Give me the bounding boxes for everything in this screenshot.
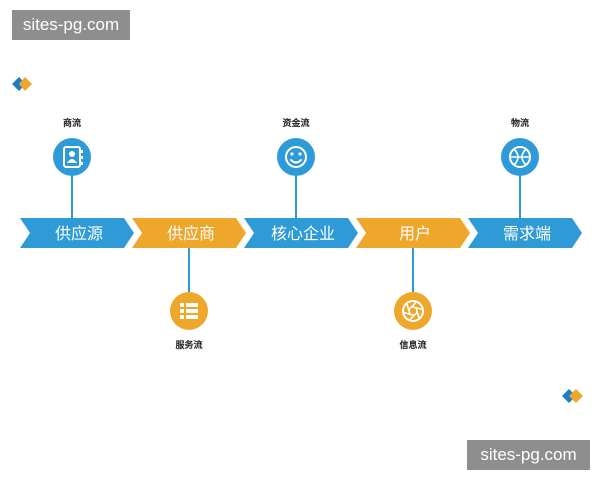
stage-label: 供应源	[55, 224, 103, 243]
stage-1: 供应源	[20, 218, 134, 248]
globe-ball-icon	[509, 146, 531, 168]
flow-node-bottom-2: 信息流	[394, 292, 432, 351]
stage-label: 供应商	[167, 224, 215, 243]
flow-label: 商流	[63, 117, 81, 129]
stage-4: 用户	[356, 218, 470, 248]
watermark-top: sites-pg.com	[12, 10, 130, 40]
list-icon	[180, 303, 198, 319]
flow-label: 物流	[511, 117, 529, 129]
stage-label: 用户	[399, 224, 431, 243]
stage-3: 核心企业	[244, 218, 358, 248]
smiley-icon	[285, 146, 307, 168]
flow-node-top-2: 资金流	[277, 117, 315, 176]
decor-diamond-top-left-icon	[12, 77, 32, 91]
stage-label: 需求端	[503, 224, 551, 243]
stage-label: 核心企业	[271, 224, 335, 243]
flow-label: 信息流	[399, 339, 426, 351]
stage-2: 供应商	[132, 218, 246, 248]
stage-5: 需求端	[468, 218, 582, 248]
flow-label: 资金流	[282, 117, 309, 129]
watermark-bottom: sites-pg.com	[467, 440, 590, 470]
flow-node-top-1: 商流	[53, 117, 91, 176]
aperture-icon	[402, 300, 424, 322]
decor-diamond-bottom-right-icon	[562, 389, 583, 403]
flow-node-bottom-1: 服务流	[170, 292, 208, 351]
flow-node-top-3: 物流	[501, 117, 539, 176]
flow-label: 服务流	[175, 339, 202, 351]
contact-book-icon	[63, 146, 83, 168]
